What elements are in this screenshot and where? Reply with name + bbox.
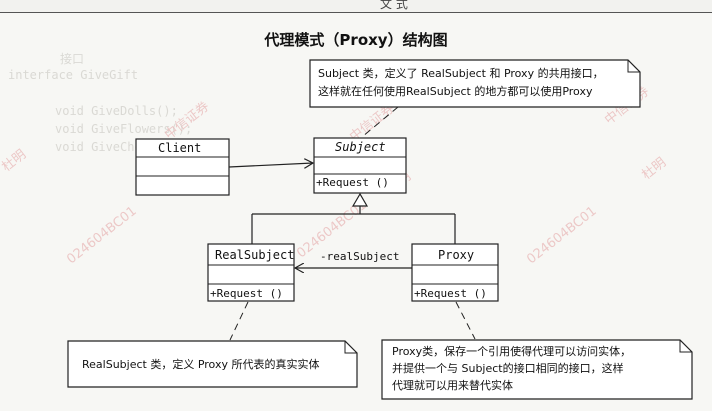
page-header-rule: 文 式 — [0, 0, 712, 13]
subject-note-line: Subject 类，定义了 RealSubject 和 Proxy 的共用接口， — [318, 67, 604, 80]
proxy-class-name: Proxy — [438, 248, 475, 262]
generalization-lines — [251, 192, 456, 244]
proxy-request-method: +Request () — [414, 287, 487, 300]
real-subject-request-method: +Request () — [210, 287, 283, 300]
proxy-class-box — [411, 243, 499, 302]
subject-note-line: 这样就在任何使用RealSubject 的地方都可以使用Proxy — [318, 85, 593, 98]
real-subject-class-box — [207, 243, 295, 302]
real-subject-note-line: RealSubject 类，定义 Proxy 所代表的真实实体 — [82, 358, 320, 371]
association-role-label: -realSubject — [320, 250, 400, 263]
subject-class-name: Subject — [335, 140, 386, 154]
client-subject-association — [228, 163, 313, 167]
proxy-note-line: 代理就可以用来替代实体 — [392, 379, 513, 392]
proxy-note-line: 并提供一个与 Subject的接口相同的接口，这样 — [392, 362, 624, 375]
subject-note — [309, 59, 641, 138]
proxy-note — [381, 301, 693, 400]
proxy-note-line: Proxy类，保存一个引用使得代理可以访问实体， — [392, 345, 632, 358]
client-class-name: Client — [158, 141, 202, 155]
real-subject-class-name: RealSubject — [215, 248, 295, 262]
subject-request-method: +Request () — [316, 176, 389, 189]
real-subject-note — [67, 301, 358, 388]
client-class-box — [135, 138, 230, 196]
diagram-title: 代理模式（Proxy）结构图 — [264, 31, 448, 49]
chapter-header-text: 文 式 — [380, 0, 408, 11]
